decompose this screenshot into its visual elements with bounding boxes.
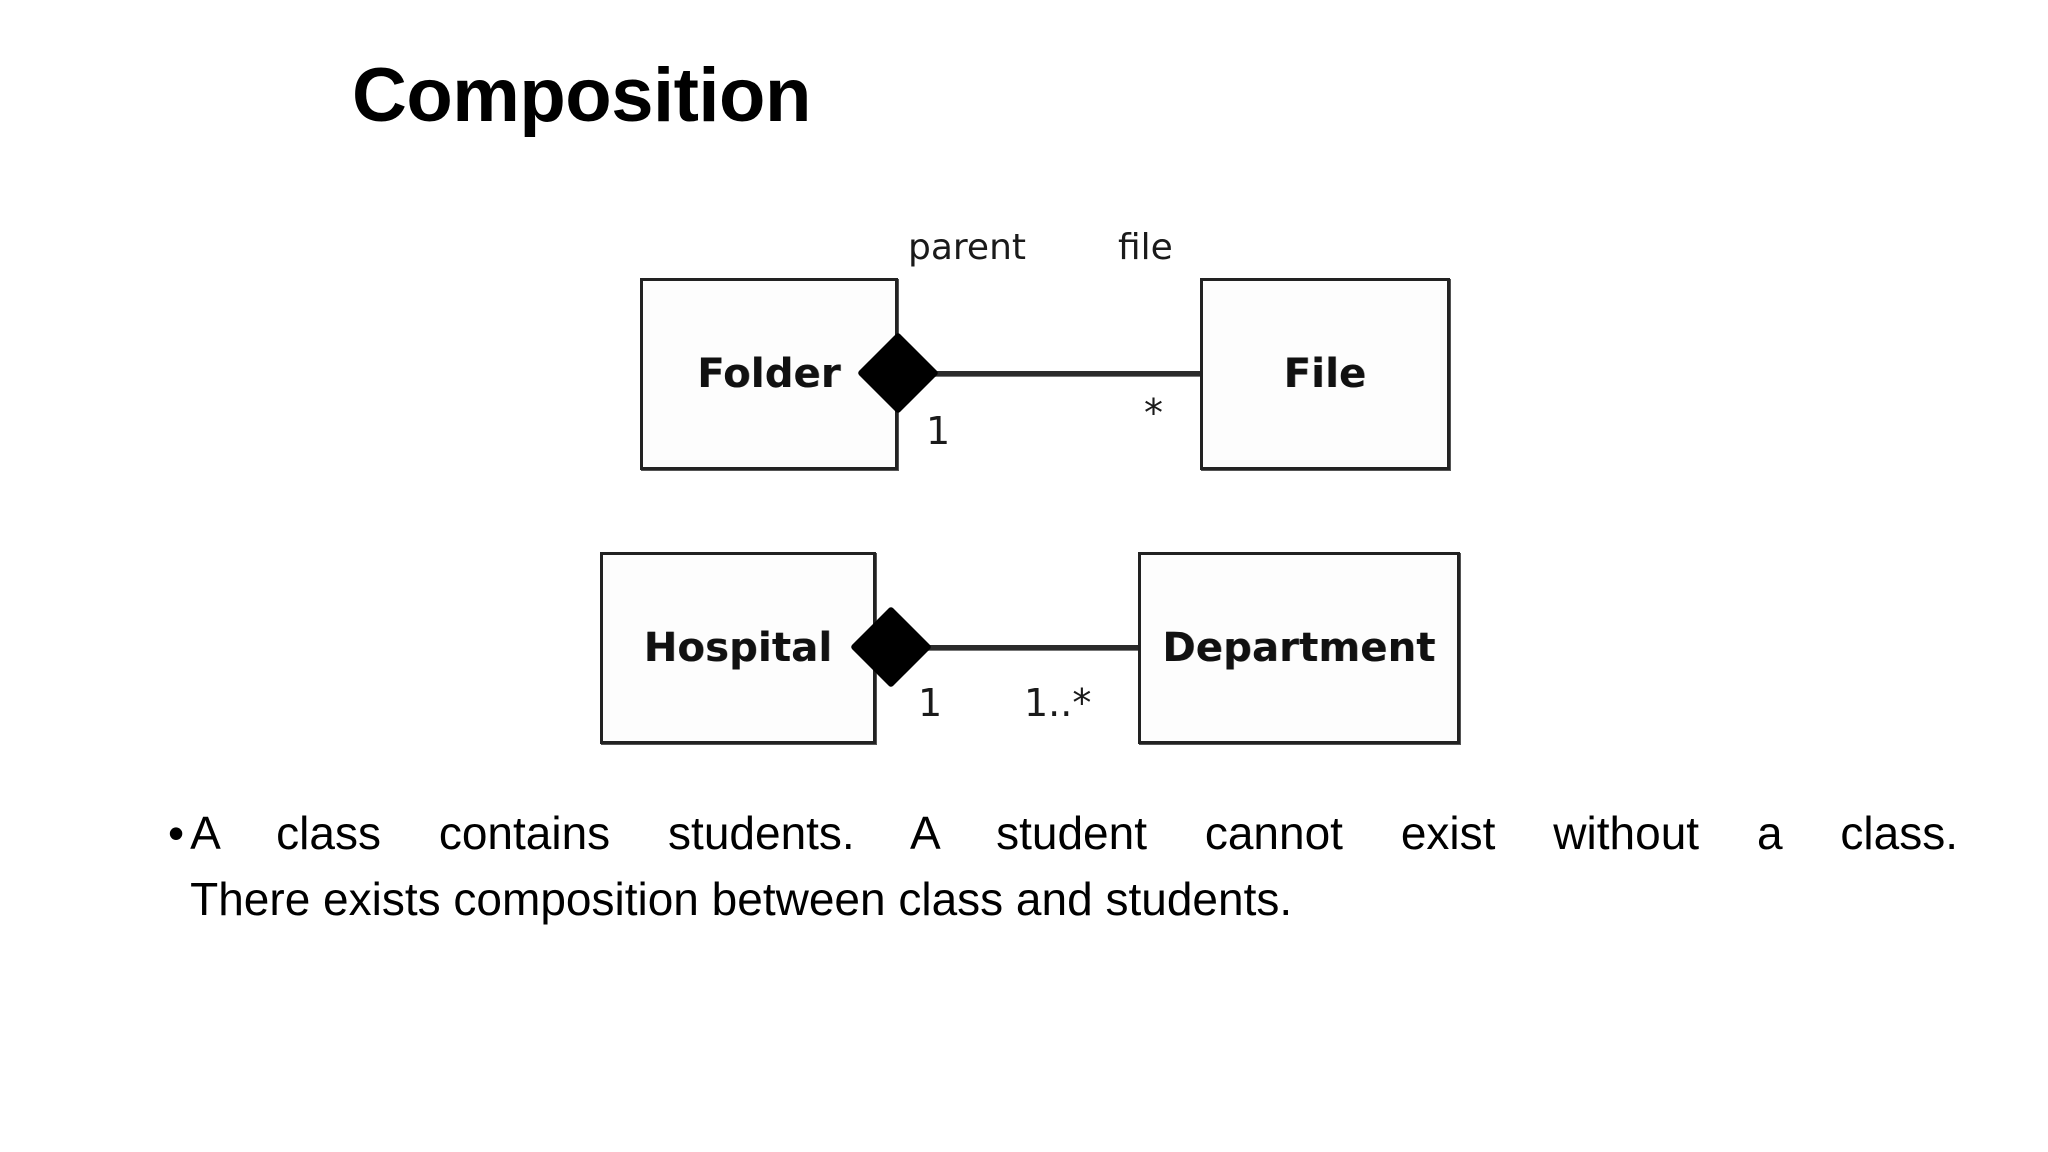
uml-class-file[interactable]: File [1200,278,1450,470]
uml-class-name-hospital: Hospital [643,625,833,671]
uml-class-hospital[interactable]: Hospital [600,552,876,744]
uml-class-name-department: Department [1162,625,1436,671]
page-title: Composition [352,53,811,138]
uml-class-name-file: File [1283,351,1367,397]
multiplicity-department: 1..* [1024,681,1092,725]
uml-class-department[interactable]: Department [1138,552,1460,744]
bullet-marker-icon: • [168,807,185,859]
bullet-line-2: There exists composition between class a… [190,873,1293,925]
bullet-paragraph: A class contains students. A student can… [190,800,1958,932]
role-label-parent: parent [908,227,1027,268]
uml-class-name-folder: Folder [697,351,841,397]
multiplicity-folder: 1 [926,409,951,453]
uml-diagram-folder-file: Folder parent 1 file * File [640,230,1450,470]
association-line [920,645,1142,650]
multiplicity-hospital: 1 [918,681,943,725]
association-line [922,371,1210,376]
bullet-list-item: • A class contains students. A student c… [168,800,1958,932]
bullet-line-1: A class contains students. A student can… [190,807,1958,859]
uml-class-folder[interactable]: Folder [640,278,898,470]
multiplicity-file: * [1144,391,1163,435]
body-text-block: • A class contains students. A student c… [168,800,1958,932]
uml-diagram-hospital-department: Hospital 1 1..* Department [600,552,1480,744]
role-label-file: file [1118,227,1173,268]
